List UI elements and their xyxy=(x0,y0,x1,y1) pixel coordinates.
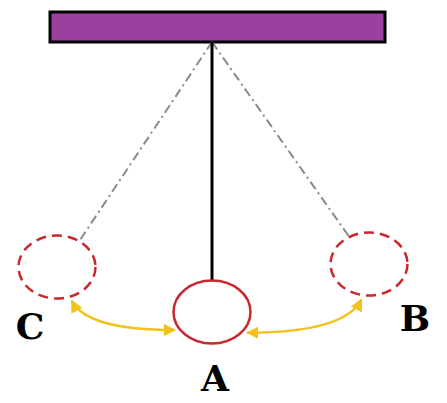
swing-arrow xyxy=(72,301,175,330)
bob-circle: B xyxy=(329,231,409,297)
bob-outline xyxy=(329,231,409,297)
position-label: B xyxy=(400,300,430,336)
position-label: A xyxy=(201,360,229,396)
bob-outline xyxy=(172,279,252,345)
bob-outline xyxy=(17,234,97,300)
dashed-string xyxy=(212,42,350,238)
dashed-string xyxy=(80,42,212,240)
swing-arrow xyxy=(247,299,361,332)
support-bar xyxy=(50,12,385,42)
pendulum-string xyxy=(211,42,214,280)
bob-circle: C xyxy=(17,234,97,300)
bob-circle: A xyxy=(172,279,252,345)
position-label: C xyxy=(16,308,45,344)
